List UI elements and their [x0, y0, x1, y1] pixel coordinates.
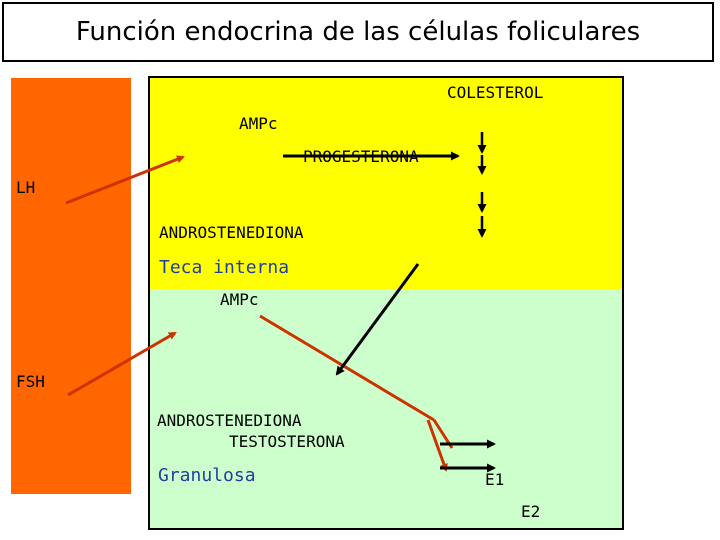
- granulosa-ampc-label: AMPc: [220, 290, 259, 309]
- page-title: Función endocrina de las células folicul…: [75, 17, 641, 47]
- granulosa-androstenediona-label: ANDROSTENEDIONA: [157, 411, 302, 430]
- granulosa-label: Granulosa: [158, 465, 256, 486]
- teca-ampc-label: AMPc: [239, 114, 278, 133]
- fsh-label: FSH: [16, 372, 45, 391]
- teca-interna-region: [150, 78, 622, 289]
- colesterol-label: COLESTEROL: [447, 83, 544, 102]
- e2-label: E2: [521, 502, 541, 521]
- granulosa-region: [150, 289, 622, 528]
- blood-vessel-bar: [11, 78, 131, 494]
- title-box: Función endocrina de las células folicul…: [2, 2, 714, 62]
- e1-label: E1: [485, 470, 505, 489]
- teca-androstenediona-label: ANDROSTENEDIONA: [159, 223, 304, 242]
- teca-interna-label: Teca interna: [159, 257, 290, 278]
- testosterona-label: TESTOSTERONA: [229, 432, 345, 451]
- lh-label: LH: [16, 178, 36, 197]
- progesterona-label: PROGESTERONA: [303, 147, 419, 166]
